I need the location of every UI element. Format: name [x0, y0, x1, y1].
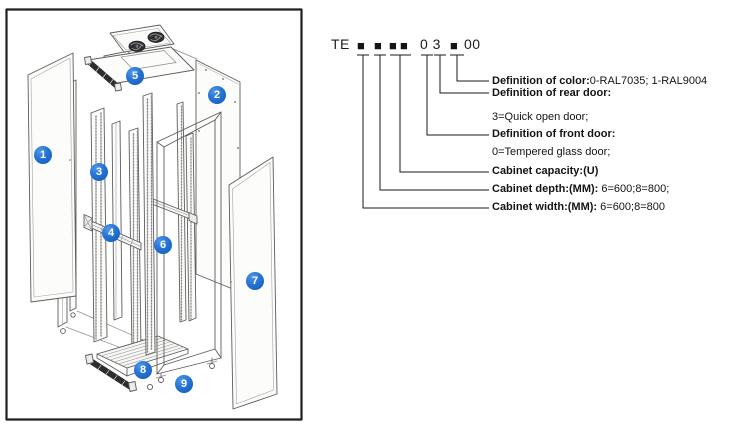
part-badge-3: 3	[90, 163, 108, 181]
part-badge-2: 2	[208, 86, 226, 104]
legend-row-front-door-option: 0=Tempered glass door;	[492, 146, 610, 158]
legend-connector-lines	[357, 54, 489, 209]
legend-label: Cabinet width:(MM):	[492, 201, 598, 213]
center-rail	[142, 92, 156, 356]
legend-row-depth: Cabinet depth:(MM): 6=600;8=800;	[492, 183, 669, 195]
legend-row-color: Definition of color:0-RAL7035; 1-RAL9004	[492, 75, 707, 87]
legend-row-rear-door: Definition of rear door:	[492, 87, 611, 99]
legend-value: 0-RAL7035; 1-RAL9004	[589, 75, 708, 87]
code-placeholder-square: ■	[400, 38, 408, 53]
fan-icon	[128, 40, 146, 52]
legend-row-capacity: Cabinet capacity:(U)	[492, 165, 598, 177]
legend-row-width: Cabinet width:(MM): 6=600;8=800	[492, 201, 665, 213]
side-panel-left	[27, 52, 77, 303]
part-badge-8: 8	[134, 361, 152, 379]
part-badge-5: 5	[126, 67, 144, 85]
legend-label: Cabinet capacity:(U)	[492, 165, 599, 177]
code-front-rear-digits: 0 3	[420, 36, 441, 52]
legend-label: Definition of front door:	[492, 128, 616, 140]
legend-row-rear-door-option: 3=Quick open door;	[492, 111, 588, 123]
code-placeholder-square: ■	[357, 38, 365, 53]
din-rail	[147, 196, 198, 225]
legend-value: 0=Tempered glass door;	[492, 146, 611, 158]
legend-value: 3=Quick open door;	[492, 111, 589, 123]
part-badge-4: 4	[102, 224, 120, 242]
code-placeholder-square: ■	[389, 38, 397, 53]
part-badge-7: 7	[246, 272, 264, 290]
fan-icon	[147, 31, 165, 43]
base-plinth	[85, 335, 189, 392]
code-placeholder-square: ■	[450, 38, 458, 53]
front-frame	[155, 111, 222, 383]
legend-label: Definition of color:	[492, 75, 590, 87]
code-prefix: TE	[331, 36, 350, 52]
legend-label: Definition of rear door:	[492, 87, 612, 99]
fan-tray	[84, 24, 195, 92]
legend-value: 6=600;8=800	[597, 201, 665, 213]
legend-value: 6=600;8=800;	[598, 183, 670, 195]
part-badge-1: 1	[34, 146, 52, 164]
legend-label: Cabinet depth:(MM):	[492, 183, 599, 195]
part-badge-9: 9	[175, 375, 193, 393]
code-suffix: 00	[464, 36, 481, 52]
legend-row-front-door: Definition of front door:	[492, 128, 615, 140]
code-placeholder-square: ■	[374, 38, 382, 53]
part-badge-6: 6	[154, 236, 172, 254]
